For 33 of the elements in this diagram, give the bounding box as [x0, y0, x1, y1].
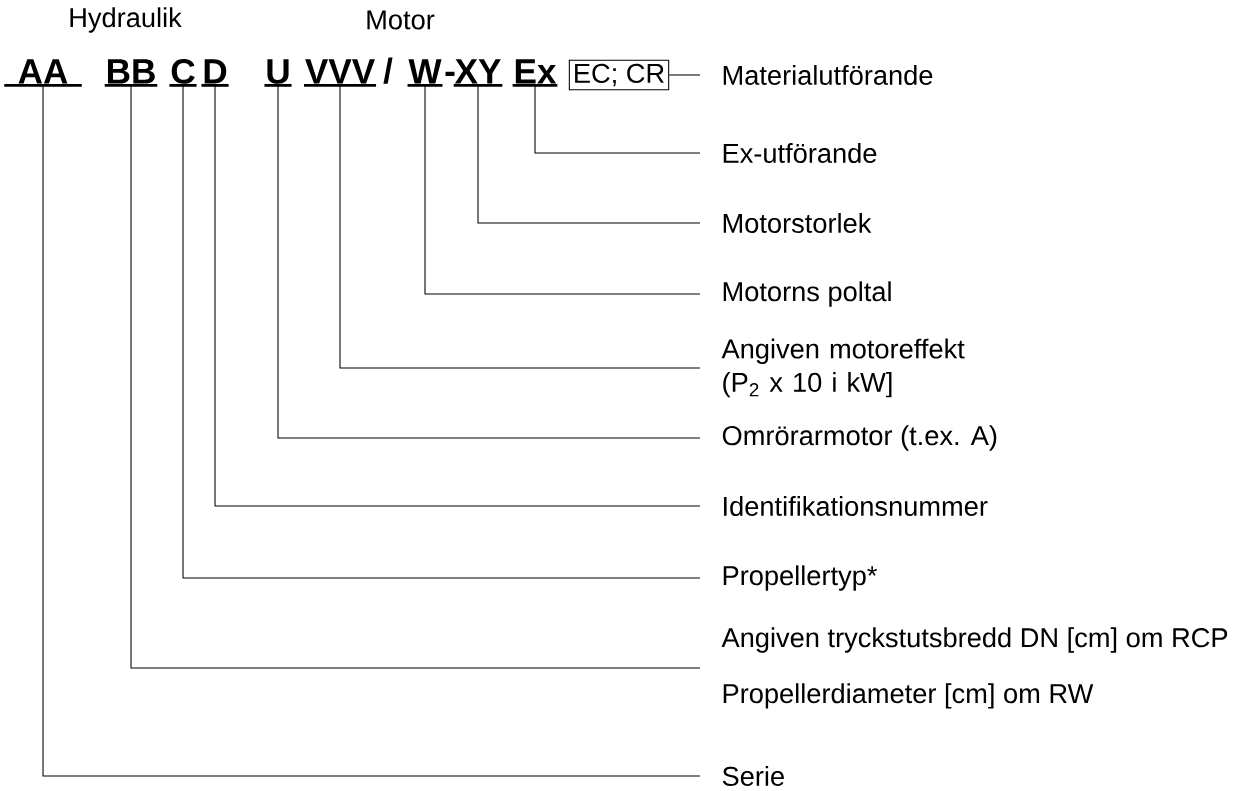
leader-line [534, 84, 701, 154]
material-code-box: EC; CR [568, 59, 670, 91]
underlined-code: C [169, 58, 197, 87]
leader-line [339, 84, 701, 369]
description-text: Identifikationsnummer [724, 496, 988, 516]
leader-line [42, 84, 701, 777]
underlined-code: Ex [512, 59, 558, 87]
group-heading: Hydraulik [70, 7, 182, 33]
description-text: Propellertyp* [723, 565, 877, 591]
underlined-code: D [201, 59, 229, 87]
underlined-code: VVV [303, 59, 377, 87]
leader-line [277, 84, 701, 439]
description-text: Materialutförande [723, 65, 933, 85]
group-heading: Motor [367, 10, 435, 30]
underlined-code: AA [4, 59, 82, 87]
description-text: Serie [722, 766, 784, 786]
underlined-code: BB [104, 59, 158, 87]
leader-line [424, 84, 701, 295]
underlined-code: U [264, 59, 292, 87]
description-text: Motorstorlek [723, 213, 872, 233]
separator-sign: / [383, 57, 393, 84]
leader-line [477, 84, 701, 224]
leader-line [668, 74, 701, 76]
underlined-code: W [407, 59, 443, 87]
leader-line [214, 84, 701, 507]
description-text: Angiven motoreffekt (P$_{2}$ x 10 i kW] [721, 338, 965, 398]
description-text: Angiven tryckstutsbredd DN [cm] om RCP Propellerdiameter [cm] om RW [721, 627, 1228, 709]
description-text: Omrörarmotor (t.ex. A) [722, 425, 997, 451]
separator-sign: - [445, 71, 455, 76]
description-text: Motorns poltal [723, 281, 891, 307]
description-text: Ex-utförande [723, 143, 877, 163]
leader-line [182, 84, 701, 579]
leader-line [130, 84, 701, 669]
